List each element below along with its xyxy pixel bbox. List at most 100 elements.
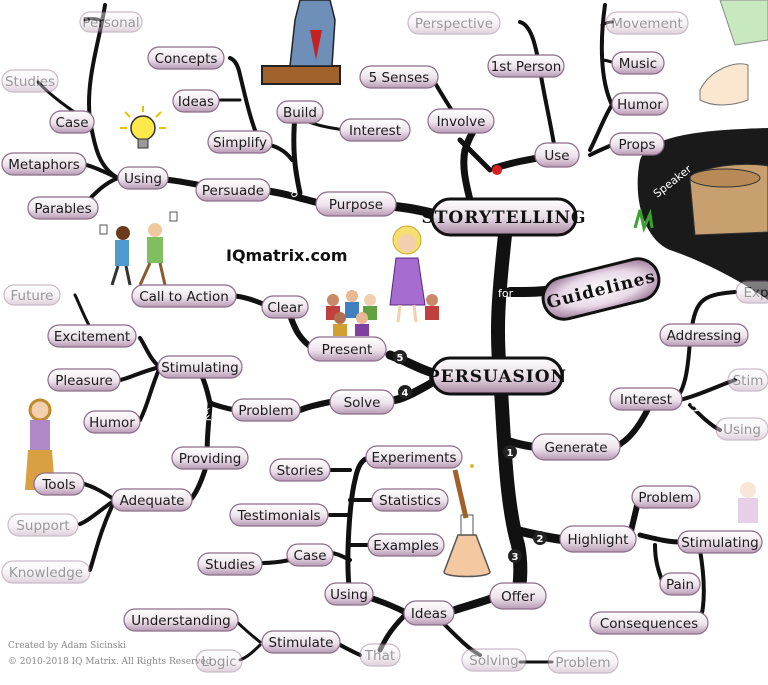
node-pain[interactable]: Pain <box>659 572 701 596</box>
node-stim-cut[interactable]: Stim <box>727 368 768 392</box>
node-label: Clear <box>267 300 303 316</box>
node-label: Humor <box>89 415 135 431</box>
node-guidelines[interactable]: Guidelines <box>539 254 664 323</box>
node-solving[interactable]: Solving <box>461 648 527 672</box>
node-knowledge[interactable]: Knowledge <box>1 560 91 584</box>
node-stimulating-r[interactable]: Stimulating <box>677 530 763 554</box>
node-label: Ideas <box>411 606 447 622</box>
node-label: Present <box>322 342 373 358</box>
node-label: Providing <box>179 451 242 467</box>
node-label: Build <box>283 105 317 121</box>
node-interest-r[interactable]: Interest <box>609 387 683 411</box>
tree-stump-illustration: Speaker <box>633 128 768 300</box>
node-label: Movement <box>611 16 683 32</box>
node-offer[interactable]: Offer <box>489 582 547 610</box>
badge-1: 1 <box>507 448 514 459</box>
node-label: Highlight <box>568 532 629 548</box>
node-studies-tl[interactable]: Studies <box>1 69 59 93</box>
node-label: 1st Person <box>491 59 562 75</box>
node-exp-cut[interactable]: Exp <box>735 280 768 304</box>
connector-by-left: by <box>198 407 215 425</box>
node-persuade[interactable]: Persuade <box>195 178 271 202</box>
node-that[interactable]: That <box>359 643 401 667</box>
node-call-to-action[interactable]: Call to Action <box>131 284 237 308</box>
node-examples[interactable]: Examples <box>367 533 445 557</box>
node-tools[interactable]: Tools <box>33 472 85 496</box>
node-problem-b[interactable]: Problem <box>547 650 619 674</box>
node-excitement[interactable]: Excitement <box>47 324 137 348</box>
node-statistics[interactable]: Statistics <box>371 488 449 512</box>
node-involve[interactable]: Involve <box>427 108 495 134</box>
node-movement[interactable]: Movement <box>605 11 689 35</box>
node-label: Concepts <box>155 51 218 67</box>
node-testimonials[interactable]: Testimonials <box>229 503 329 527</box>
badge-4: 4 <box>402 388 409 399</box>
node-ideas-top[interactable]: Ideas <box>172 89 220 113</box>
flask-illustration <box>443 464 491 578</box>
node-interest-top[interactable]: Interest <box>339 118 411 142</box>
node-props[interactable]: Props <box>609 132 665 156</box>
node-label: Case <box>293 548 326 564</box>
node-adequate[interactable]: Adequate <box>111 488 193 512</box>
node-support[interactable]: Support <box>7 513 79 537</box>
node-generate[interactable]: Generate <box>531 433 621 461</box>
node-persuasion[interactable]: Persuasion <box>427 356 567 396</box>
node-case-tl[interactable]: Case <box>49 110 95 134</box>
node-using-b[interactable]: Using <box>324 582 374 606</box>
node-music[interactable]: Music <box>611 51 665 75</box>
node-concepts[interactable]: Concepts <box>147 46 225 70</box>
site-label: IQmatrix.com <box>226 246 348 265</box>
node-personal[interactable]: Personal <box>79 11 143 33</box>
node-using-cut[interactable]: Using <box>715 417 768 441</box>
node-humor-tr[interactable]: Humor <box>611 92 669 116</box>
node-providing[interactable]: Providing <box>171 446 249 470</box>
node-purpose[interactable]: Purpose <box>315 191 397 217</box>
node-perspective[interactable]: Perspective <box>407 11 501 35</box>
node-studies-b[interactable]: Studies <box>197 552 263 576</box>
node-first-person[interactable]: 1st Person <box>487 54 565 78</box>
node-label: Using <box>330 587 368 603</box>
node-stimulating-l[interactable]: Stimulating <box>157 355 243 379</box>
node-simplify[interactable]: Simplify <box>207 130 273 154</box>
node-case-b[interactable]: Case <box>286 543 334 567</box>
node-pleasure[interactable]: Pleasure <box>47 368 121 392</box>
node-label: Stim <box>733 373 764 389</box>
node-stimulate[interactable]: Stimulate <box>261 630 341 654</box>
node-label: Involve <box>437 114 486 130</box>
node-understanding[interactable]: Understanding <box>123 608 239 632</box>
node-five-senses[interactable]: 5 Senses <box>359 65 439 89</box>
node-build[interactable]: Build <box>276 100 324 124</box>
node-humor-l[interactable]: Humor <box>83 410 141 434</box>
node-label: Pain <box>666 577 694 593</box>
lightbulb-icon <box>120 106 166 149</box>
node-consequences[interactable]: Consequences <box>589 611 709 635</box>
node-label: Generate <box>544 440 607 456</box>
node-experiments[interactable]: Experiments <box>365 445 463 469</box>
node-label: Exp <box>743 285 768 301</box>
node-future[interactable]: Future <box>3 284 61 306</box>
node-ideas-b[interactable]: Ideas <box>403 600 455 626</box>
node-problem-l[interactable]: Problem <box>231 398 301 422</box>
node-label: Excitement <box>54 329 130 345</box>
node-label: 5 Senses <box>369 70 430 86</box>
node-highlight[interactable]: Highlight <box>559 525 637 553</box>
connector-for-bottom: for <box>427 639 447 659</box>
node-label: Using <box>124 171 162 187</box>
node-label: Studies <box>5 74 55 90</box>
node-clear[interactable]: Clear <box>261 295 309 319</box>
node-present[interactable]: Present <box>307 336 387 362</box>
node-use[interactable]: Use <box>534 142 580 168</box>
node-stories[interactable]: Stories <box>269 458 331 482</box>
node-parables[interactable]: Parables <box>27 196 99 220</box>
node-logic[interactable]: Logic <box>195 649 243 673</box>
node-addressing[interactable]: Addressing <box>659 323 749 347</box>
node-storytelling[interactable]: Storytelling <box>422 197 587 237</box>
node-using-tl[interactable]: Using <box>117 166 169 190</box>
presenter-woman-illustration <box>389 225 426 323</box>
node-problem-r[interactable]: Problem <box>631 485 701 509</box>
node-solve[interactable]: Solve <box>329 389 395 415</box>
node-metaphors[interactable]: Metaphors <box>1 152 87 176</box>
node-label: Logic <box>201 654 236 670</box>
node-label: Ideas <box>178 94 214 110</box>
